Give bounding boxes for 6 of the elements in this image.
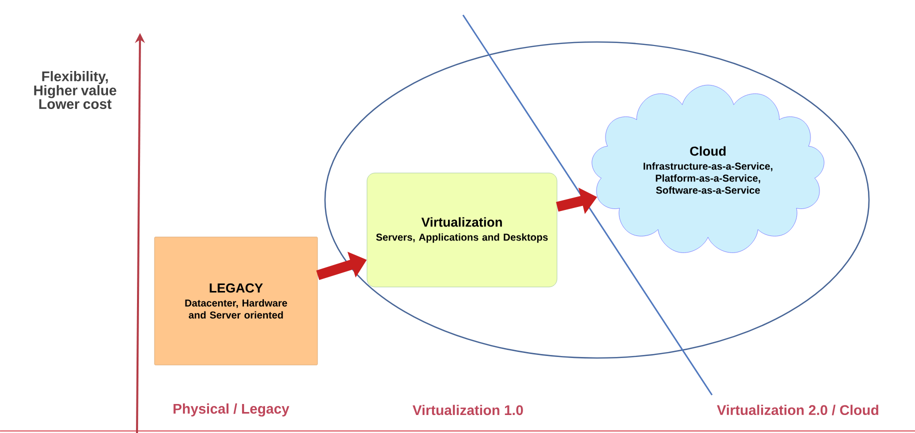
axis-label: Flexibility, Higher value Lower cost [34,71,116,109]
region-label: Physical / Legacy [174,403,290,417]
region-label: Virtualization 1.0 [412,404,523,416]
virtualization-box: Virtualization Servers, Applications and Desktops [366,172,558,288]
legacy-box: LEGACY Datacenter, Hardware and Server oriented [154,236,318,366]
region-label: Virtualization 2.0 / Cloud [716,404,878,416]
